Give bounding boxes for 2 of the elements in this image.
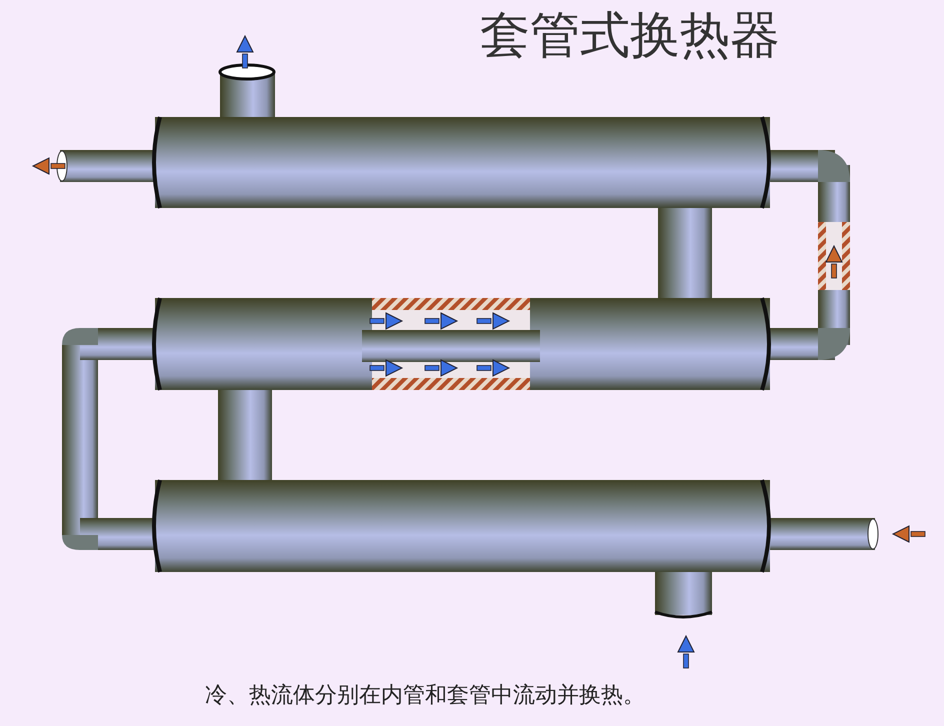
caption: 冷、热流体分别在内管和套管中流动并换热。 <box>205 682 645 710</box>
title: 套管式换热器 <box>480 5 780 66</box>
